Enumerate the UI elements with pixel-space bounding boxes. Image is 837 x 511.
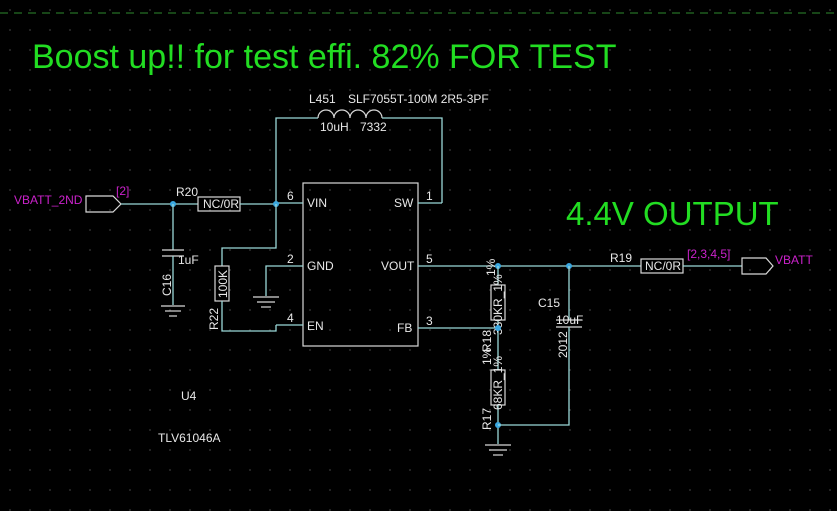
schematic-title: Boost up!! for test effi. 82% FOR TEST bbox=[32, 38, 617, 76]
port-vbatt-2nd[interactable] bbox=[85, 195, 122, 213]
pin-name-gnd: GND bbox=[307, 259, 334, 273]
inductor-wire-right bbox=[382, 117, 443, 203]
net-label-vbatt-2nd: VBATT_2ND bbox=[14, 193, 83, 207]
output-voltage-note: 4.4V OUTPUT bbox=[566, 195, 779, 232]
r22-ref: R22 bbox=[207, 308, 221, 330]
pin-number-vout: 5 bbox=[426, 252, 433, 266]
pin-number-fb: 3 bbox=[426, 314, 433, 328]
pin-name-fb: FB bbox=[397, 321, 412, 335]
r20-ref: R20 bbox=[176, 185, 198, 199]
c15-value: 10uF bbox=[556, 313, 583, 327]
pin-name-en: EN bbox=[307, 319, 324, 333]
inductor-wire-left bbox=[275, 117, 318, 203]
r19-ref: R19 bbox=[610, 251, 632, 265]
r17-value: 68KR_1% bbox=[491, 356, 505, 410]
r18-tolerance: 1% bbox=[484, 258, 498, 276]
r22-value: 100K bbox=[216, 270, 230, 298]
wire-r22-top bbox=[221, 204, 277, 266]
inductor-code: 7332 bbox=[360, 120, 387, 134]
inductor-ref: L451 bbox=[309, 92, 336, 106]
r18-ref: R18 bbox=[480, 330, 494, 352]
pin-name-vout: VOUT bbox=[381, 259, 415, 273]
wire-gnd bbox=[265, 265, 276, 296]
c15-size: 2012 bbox=[556, 331, 570, 358]
c16-ref: C16 bbox=[160, 274, 174, 296]
wire-c15-gnd bbox=[498, 327, 570, 426]
inductor-l451[interactable] bbox=[275, 109, 443, 203]
ground-symbol bbox=[161, 305, 185, 317]
port-vbatt[interactable] bbox=[741, 257, 774, 275]
c15-ref: C15 bbox=[538, 296, 560, 310]
ground-symbol bbox=[253, 296, 279, 308]
pin-number-sw: 1 bbox=[426, 189, 433, 203]
r20-value: NC/0R bbox=[203, 197, 239, 211]
ic-u4-pins bbox=[276, 202, 442, 329]
pin-number-en: 4 bbox=[287, 311, 294, 325]
r19-value: NC/0R bbox=[645, 259, 681, 273]
pin-name-sw: SW bbox=[394, 196, 414, 210]
ic-part-number: TLV61046A bbox=[158, 431, 221, 445]
net-ref-vbatt-2nd: [2] bbox=[116, 184, 129, 198]
r17-ref: R17 bbox=[480, 408, 494, 430]
pin-number-vin: 6 bbox=[287, 189, 294, 203]
wire-r22-en bbox=[221, 301, 277, 332]
net-label-vbatt: VBATT bbox=[775, 253, 813, 267]
ic-u4-body[interactable] bbox=[302, 182, 419, 347]
pin-number-gnd: 2 bbox=[287, 252, 294, 266]
r17-tolerance: 1% bbox=[480, 347, 494, 365]
pin-name-vin: VIN bbox=[307, 196, 327, 210]
net-ref-vbatt: [2,3,4,5] bbox=[687, 247, 730, 261]
inductor-part: SLF7055T-100M 2R5-3PF bbox=[348, 92, 489, 106]
junction-node bbox=[495, 325, 501, 331]
ic-ref: U4 bbox=[181, 389, 197, 403]
inductor-coil bbox=[317, 109, 383, 119]
inductor-value: 10uH bbox=[320, 120, 349, 134]
c16-value: 1uF bbox=[178, 253, 199, 267]
r18-value: 330KR_1% bbox=[491, 274, 505, 335]
ground-symbol bbox=[485, 444, 511, 456]
